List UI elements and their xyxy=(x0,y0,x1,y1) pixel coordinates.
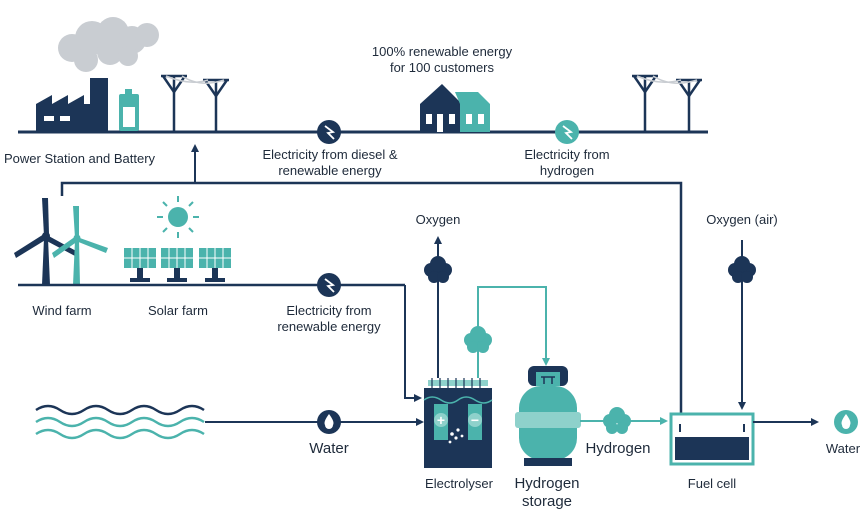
fuel-cell-label: Fuel cell xyxy=(687,476,737,491)
power-station-label: Power Station and Battery xyxy=(4,151,156,166)
customers-note-line-1: 100% renewable energy xyxy=(371,44,513,59)
customers-note-line-2: for 100 customers xyxy=(389,60,495,75)
fuel-cell-icon xyxy=(669,412,755,466)
electrolyser-label: Electrolyser xyxy=(425,476,493,491)
elec-renewable-line-1: Electricity from xyxy=(286,303,372,318)
electrolyser-minus-sign: − xyxy=(471,412,479,428)
elec-diesel-label: Electricity from diesel & renewable ener… xyxy=(240,147,420,179)
elec-renewable-label: Electricity from renewable energy xyxy=(254,303,404,335)
gas-cloud-icon xyxy=(728,256,756,283)
elec-hydrogen-line-1: Electricity from xyxy=(524,147,610,162)
hydrogen-storage-line-2: storage xyxy=(521,493,573,510)
wind-turbine-icon xyxy=(14,198,78,285)
water-drop-icon xyxy=(834,410,858,434)
water-out-label: Water xyxy=(825,441,861,456)
power-lines-right xyxy=(636,75,698,84)
gas-cloud-icon xyxy=(424,256,452,283)
oxygen-air-label: Oxygen (air) xyxy=(706,212,778,227)
power-pylon-icon xyxy=(632,74,702,132)
hydrogen-storage-label: Hydrogen storage xyxy=(502,475,592,511)
water-drop-icon xyxy=(317,410,341,434)
hydrogen-to-storage-arrow xyxy=(477,286,550,378)
sun-icon xyxy=(157,196,199,238)
power-lines-left xyxy=(165,75,225,84)
hydrogen-storage-line-1: Hydrogen xyxy=(514,475,580,492)
house-icon xyxy=(420,84,490,132)
battery-icon xyxy=(119,89,139,131)
gas-cloud-icon xyxy=(464,326,492,353)
customers-note: 100% renewable energy for 100 customers xyxy=(352,44,532,76)
lightning-icon xyxy=(555,120,579,144)
factory-icon xyxy=(36,17,159,132)
solar-panel-icon xyxy=(199,248,231,282)
wind-turbine-icon xyxy=(52,206,108,285)
wind-farm-label: Wind farm xyxy=(32,303,92,318)
hydrogen-label: Hydrogen xyxy=(585,440,651,457)
elec-hydrogen-label: Electricity from hydrogen xyxy=(497,147,637,179)
solar-panel-icon xyxy=(124,248,156,282)
oxygen-label: Oxygen xyxy=(415,212,461,227)
water-waves-icon xyxy=(35,404,205,440)
electrolyser-plus-sign: + xyxy=(437,412,445,428)
water-in-label: Water xyxy=(309,440,349,457)
lightning-icon xyxy=(317,120,341,144)
elec-renewable-line-2: renewable energy xyxy=(277,319,381,334)
hydrogen-tank-icon xyxy=(515,366,581,466)
power-pylon-icon xyxy=(161,74,229,132)
fuel-cell-return-line xyxy=(60,181,683,420)
solar-farm-label: Solar farm xyxy=(148,303,208,318)
electrolyser-icon xyxy=(423,378,493,468)
solar-panel-icon xyxy=(161,248,193,282)
elec-hydrogen-line-2: hydrogen xyxy=(539,163,595,178)
elec-diesel-line-1: Electricity from diesel & xyxy=(262,147,398,162)
lightning-icon xyxy=(317,273,341,297)
elec-diesel-line-2: renewable energy xyxy=(278,163,382,178)
renewable-to-electrolyser-arrow xyxy=(404,285,422,402)
gas-cloud-icon xyxy=(603,407,631,434)
